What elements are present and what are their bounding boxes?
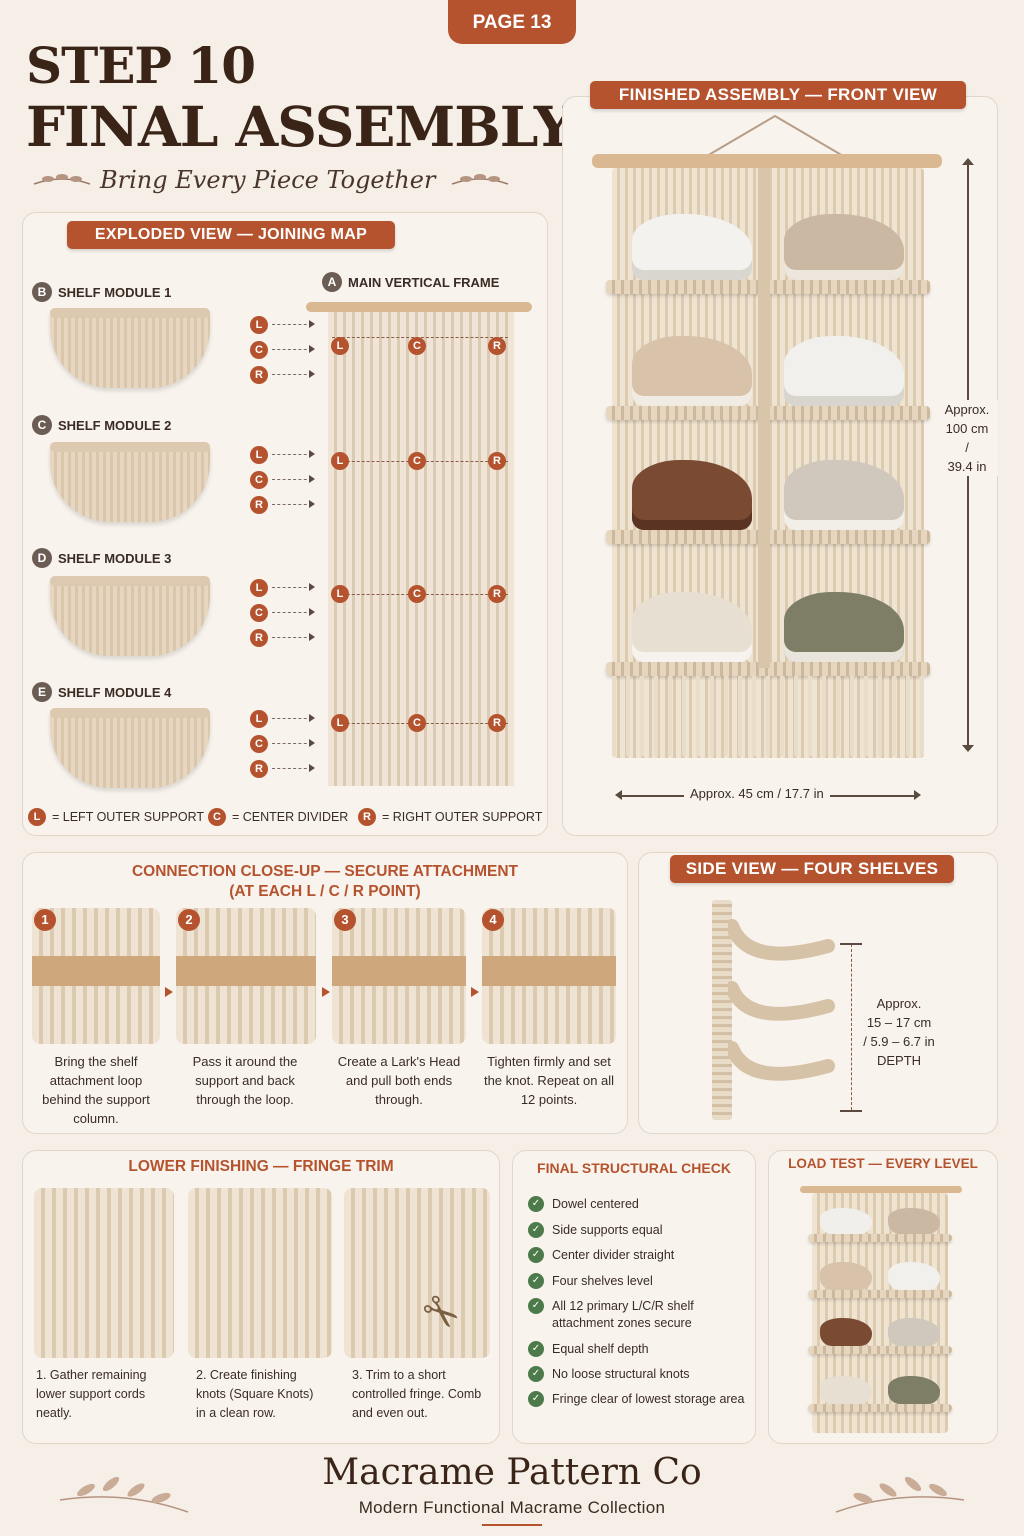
module-label: SHELF MODULE 4 [58,684,172,700]
shelf-basket-image [50,576,210,656]
check-title: FINAL STRUCTURAL CHECK [537,1160,731,1176]
depth-arrow [851,944,853,1110]
check-icon: ✓ [528,1247,544,1263]
check-icon: ✓ [528,1366,544,1382]
module-letter: C [32,415,52,435]
fringe-photo-1 [34,1188,174,1358]
page-title: FINAL ASSEMBLY [26,94,573,159]
side-view-panel [638,852,998,1134]
legend-right: R= RIGHT OUTER SUPPORT [358,808,542,826]
frame-letter: A [322,272,342,292]
exploded-view-title: EXPLODED VIEW — JOINING MAP [67,221,395,249]
check-icon: ✓ [528,1273,544,1289]
module-label: SHELF MODULE 3 [58,550,172,566]
check-panel [512,1150,756,1444]
leaf-ornament-right [450,170,510,194]
brand-tagline: Modern Functional Macrame Collection [358,1498,666,1517]
shelf-basket-image [50,308,210,388]
check-icon: ✓ [528,1298,544,1314]
frame-label: MAIN VERTICAL FRAME [348,274,500,290]
check-icon: ✓ [528,1196,544,1212]
leaf-ornament-left [32,170,92,194]
footer-ornament [482,1524,542,1526]
width-dimension: Approx. 45 cm / 17.7 in [684,786,830,801]
height-dimension: Approx.100 cm/39.4 in [936,400,998,476]
fringe-photo-2 [188,1188,332,1358]
joining-arrows-4: L C R [250,706,315,781]
front-view-title: FINISHED ASSEMBLY — FRONT VIEW [590,81,966,109]
module-label: SHELF MODULE 1 [58,284,172,300]
load-test-title: LOAD TEST — EVERY LEVEL [788,1156,978,1171]
joining-arrows-2: L C R [250,442,315,517]
footer-leaf-left [56,1460,192,1516]
shelf-basket-image [50,708,210,788]
module-letter: B [32,282,52,302]
fringe-step-2: 2. Create finishing knots (Square Knots)… [196,1368,314,1420]
fringe-photo-3 [344,1188,490,1358]
connection-title: CONNECTION CLOSE-UP — SECURE ATTACHMENT(… [131,863,519,900]
check-icon: ✓ [528,1391,544,1407]
arrow-icon [322,987,330,997]
joining-arrows-3: L C R [250,575,315,650]
module-letter: D [32,548,52,568]
joining-arrows-1: L C R [250,312,315,387]
frame-title: A MAIN VERTICAL FRAME [322,272,499,292]
footer-leaf-right [832,1460,968,1516]
legend-left: L= LEFT OUTER SUPPORT [28,808,204,826]
fringe-step-3: 3. Trim to a short controlled fringe. Co… [352,1368,482,1420]
side-view-title: SIDE VIEW — FOUR SHELVES [670,855,954,883]
page-badge: PAGE 13 [448,0,576,44]
main-vertical-frame [328,312,514,786]
arrow-icon [165,987,173,997]
shelf-basket-image [50,442,210,522]
legend-center: C= CENTER DIVIDER [208,808,348,826]
frame-dowel [306,302,532,312]
fringe-step-1: 1. Gather remaining lower support cords … [36,1368,147,1420]
fringe-title: LOWER FINISHING — FRINGE TRIM [128,1158,394,1175]
check-icon: ✓ [528,1341,544,1357]
page-subtitle: Bring Every Piece Together [100,166,436,194]
module-letter: E [32,682,52,702]
arrow-icon [471,987,479,997]
brand-name: Macrame Pattern Co [322,1452,702,1493]
check-icon: ✓ [528,1222,544,1238]
step-number: STEP 10 [26,36,256,95]
module-label: SHELF MODULE 2 [58,417,172,433]
